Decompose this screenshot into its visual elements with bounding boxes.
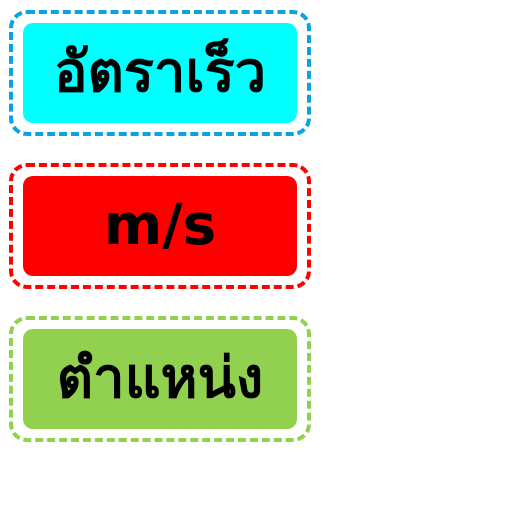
card-unit-label: m/s (23, 176, 297, 276)
card-speed-label: อัตราเร็ว (23, 23, 297, 123)
card-speed: อัตราเร็ว (9, 10, 311, 136)
card-position: ตำแหน่ง (9, 316, 311, 442)
card-position-label: ตำแหน่ง (23, 329, 297, 429)
card-unit: m/s (9, 163, 311, 289)
